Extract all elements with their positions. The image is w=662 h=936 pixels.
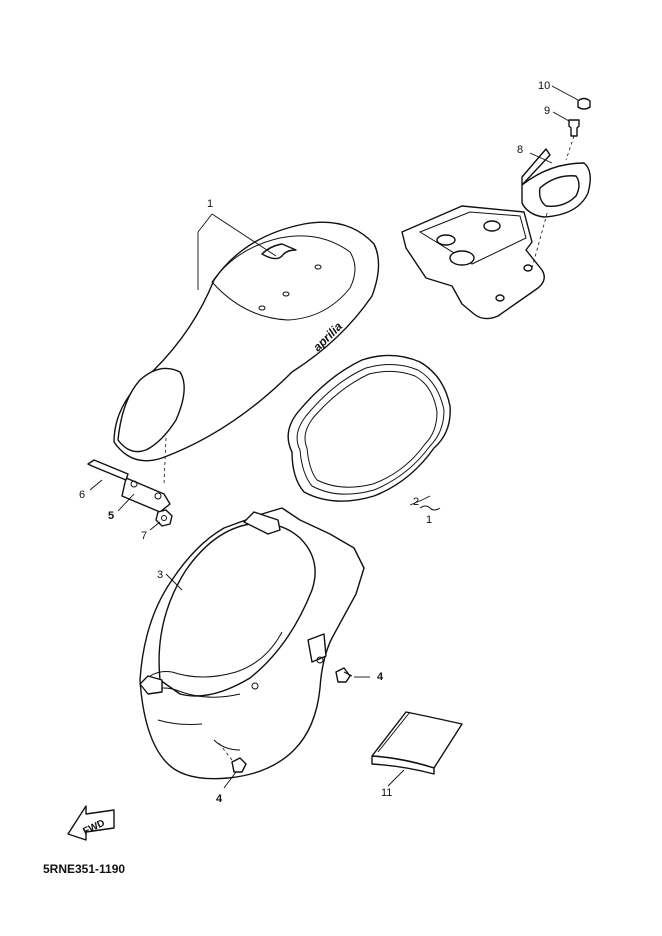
callout-8: 8 <box>517 144 523 156</box>
callout-4-bottom: 4 <box>216 793 223 805</box>
callout-9: 9 <box>544 105 550 117</box>
callout-3: 3 <box>157 569 163 581</box>
part-4-screw-right <box>335 667 370 683</box>
hinge-plate <box>401 205 549 320</box>
callout-7: 7 <box>141 530 147 542</box>
part-9-bolt <box>552 111 580 161</box>
part-5-bracket <box>117 477 171 513</box>
part-11-manual <box>371 711 463 787</box>
callout-10: 10 <box>538 80 550 92</box>
callout-2: 2 <box>413 496 419 508</box>
part-2-seal-strip <box>287 354 451 511</box>
callout-5: 5 <box>108 510 114 522</box>
fwd-arrow-icon: FWD <box>67 805 115 841</box>
callout-6: 6 <box>79 489 85 501</box>
part-8-seal <box>521 148 591 218</box>
part-6-bolt <box>87 459 129 491</box>
part-1-seat: aprilia <box>113 213 380 485</box>
callout-2-group: 1 <box>426 514 432 526</box>
callout-11: 11 <box>381 787 392 799</box>
part-10-cap <box>551 85 591 110</box>
diagram-code: 5RNE351-1190 <box>43 862 125 876</box>
part-7-nut <box>149 509 173 531</box>
part-3-storage-box <box>139 507 365 780</box>
callout-4-right: 4 <box>377 671 384 683</box>
callout-1: 1 <box>207 198 213 210</box>
part-4-screw-bottom <box>217 741 247 789</box>
